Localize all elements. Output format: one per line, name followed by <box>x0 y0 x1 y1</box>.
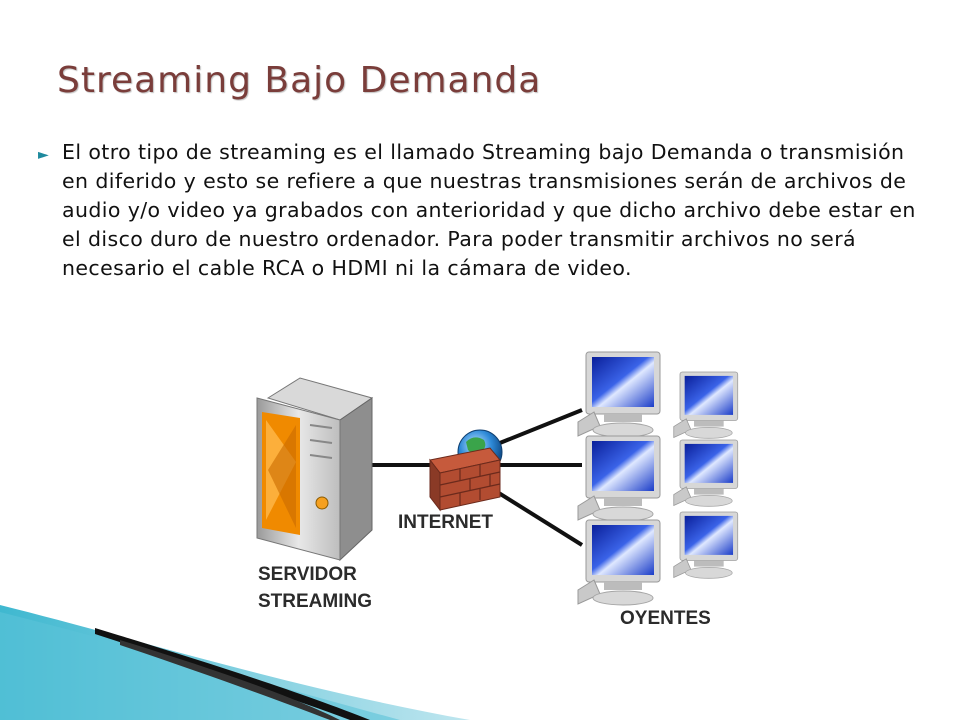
server-label-line1: SERVIDOR <box>258 564 357 585</box>
computer-icon <box>673 511 739 579</box>
computer-icon <box>577 519 661 606</box>
firewall-icon <box>429 447 501 512</box>
listeners-label: OYENTES <box>620 608 711 629</box>
computer-icon <box>673 439 739 507</box>
server-icon <box>256 377 374 562</box>
slide-body-text: El otro tipo de streaming es el llamado … <box>62 140 916 280</box>
internet-label: INTERNET <box>398 512 493 533</box>
listener-computers <box>577 351 739 606</box>
corner-decoration <box>0 605 470 720</box>
computer-icon <box>577 435 661 522</box>
slide-title: Streaming Bajo Demanda <box>57 60 542 101</box>
bullet-marker: ► <box>38 147 49 163</box>
computer-icon <box>673 371 739 439</box>
server-label-line2: STREAMING <box>258 591 372 612</box>
computer-icon <box>577 351 661 438</box>
